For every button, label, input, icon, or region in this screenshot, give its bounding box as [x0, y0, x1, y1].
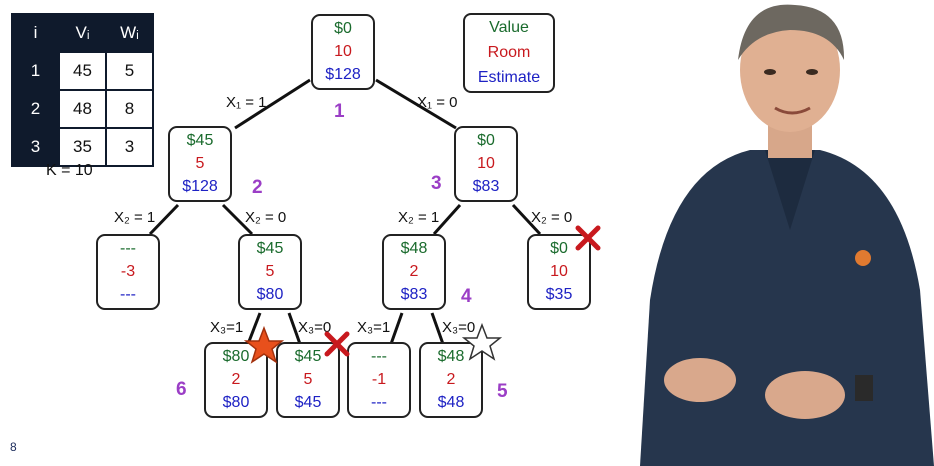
- table-cell: 3: [11, 127, 60, 167]
- node-room: 10: [550, 262, 568, 280]
- table-cell: 8: [105, 89, 154, 129]
- table-row: 2 48 8: [11, 89, 154, 129]
- node-x3-1-right: --- -1 ---: [347, 342, 411, 418]
- edge-x2-0-left: [221, 203, 254, 236]
- edge-x1-0: [375, 78, 457, 130]
- edge-x2-0-right: [511, 203, 542, 236]
- edge-x3-1-left: [246, 312, 262, 345]
- node-room: 10: [334, 42, 352, 60]
- edge-label: X₂ = 0: [245, 209, 287, 226]
- table-cell: 2: [11, 89, 60, 129]
- node-estimate: $128: [325, 65, 361, 83]
- items-table: i Vᵢ Wᵢ 1 45 5 2 48 8 3 35 3: [11, 13, 154, 167]
- presenter-figure: [630, 0, 934, 466]
- node-estimate: $35: [545, 285, 573, 303]
- table-row: 3 35 3: [11, 127, 154, 167]
- table-row: 1 45 5: [11, 51, 154, 91]
- candidate-star-icon: [461, 322, 503, 361]
- node-value: $48: [400, 240, 428, 258]
- capacity-label: K = 10: [46, 162, 93, 179]
- edge-label: X₃=0: [298, 319, 332, 336]
- header-cell: i: [11, 13, 60, 53]
- table-header-row: i Vᵢ Wᵢ: [11, 13, 154, 53]
- node-room: 2: [231, 370, 241, 388]
- order-number: 1: [334, 101, 345, 122]
- edge-x1-1: [234, 78, 311, 130]
- edge-label: X₂ = 1: [114, 209, 156, 226]
- node-value: ---: [120, 240, 136, 258]
- node-estimate: ---: [120, 285, 136, 303]
- node-room: 5: [265, 262, 275, 280]
- node-x2-0-left: $45 5 $80: [238, 234, 302, 310]
- node-estimate: $48: [437, 393, 465, 411]
- node-x2-1-left: --- -3 ---: [96, 234, 160, 310]
- order-number: 5: [497, 381, 508, 402]
- node-value: $0: [550, 240, 568, 258]
- legend-estimate: Estimate: [477, 69, 541, 87]
- slide-number: 8: [10, 440, 17, 454]
- edge-x3-0-left: [287, 312, 302, 345]
- order-number: 2: [252, 177, 263, 198]
- node-room: 10: [477, 154, 495, 172]
- edge-x3-0-right: [430, 312, 445, 345]
- node-estimate: $80: [222, 393, 250, 411]
- node-estimate: $45: [294, 393, 322, 411]
- node-x3-1-left: $80 2 $80: [204, 342, 268, 418]
- node-value: $45: [256, 240, 284, 258]
- node-x1-0: $0 10 $83: [454, 126, 518, 202]
- table-cell: 1: [11, 51, 60, 91]
- best-star-icon: [243, 325, 285, 364]
- edge-label: X₃=1: [357, 319, 391, 336]
- node-room: 2: [446, 370, 456, 388]
- edge-label: X₁ = 0: [417, 94, 458, 111]
- node-value: $0: [477, 132, 495, 150]
- node-x1-1: $45 5 $128: [168, 126, 232, 202]
- node-estimate: ---: [371, 393, 387, 411]
- order-number: 6: [176, 379, 187, 400]
- legend-box: Value Room Estimate: [463, 13, 555, 93]
- node-value: $45: [186, 132, 214, 150]
- edge-x2-1-left: [148, 203, 180, 236]
- pruned-cross-icon: [324, 331, 350, 357]
- legend-room: Room: [487, 43, 531, 61]
- table-cell: 3: [105, 127, 154, 167]
- edge-x2-1-right: [432, 203, 462, 236]
- node-room: -1: [371, 370, 387, 388]
- legend-value: Value: [489, 18, 529, 36]
- node-estimate: $128: [182, 177, 218, 195]
- pruned-cross-icon: [575, 225, 601, 251]
- node-x2-1-right: $48 2 $83: [382, 234, 446, 310]
- edge-label: X₃=0: [442, 319, 476, 336]
- node-estimate: $80: [256, 285, 284, 303]
- edge-label: X₂ = 1: [398, 209, 440, 226]
- table-cell: 48: [58, 89, 107, 129]
- edge-x3-1-right: [389, 312, 404, 345]
- node-value: $0: [334, 20, 352, 38]
- node-estimate: $83: [400, 285, 428, 303]
- node-room: -3: [120, 262, 136, 280]
- order-number: 3: [431, 173, 442, 194]
- table-cell: 45: [58, 51, 107, 91]
- node-value: ---: [371, 348, 387, 366]
- node-room: 2: [409, 262, 419, 280]
- header-cell: Wᵢ: [105, 13, 154, 53]
- node-room: 5: [303, 370, 313, 388]
- header-cell: Vᵢ: [58, 13, 107, 53]
- order-number: 4: [461, 286, 472, 307]
- node-estimate: $83: [472, 177, 500, 195]
- node-x3-0-right: $48 2 $48: [419, 342, 483, 418]
- table-cell: 5: [105, 51, 154, 91]
- node-value: $45: [294, 348, 322, 366]
- edge-label: X₃=1: [210, 319, 244, 336]
- edge-label: X₁ = 1: [226, 94, 267, 111]
- node-root: $0 10 $128: [311, 14, 375, 90]
- node-room: 5: [195, 154, 205, 172]
- node-value: $80: [222, 348, 250, 366]
- table-cell: 35: [58, 127, 107, 167]
- node-value: $48: [437, 348, 465, 366]
- edge-label: X₂ = 0: [531, 209, 573, 226]
